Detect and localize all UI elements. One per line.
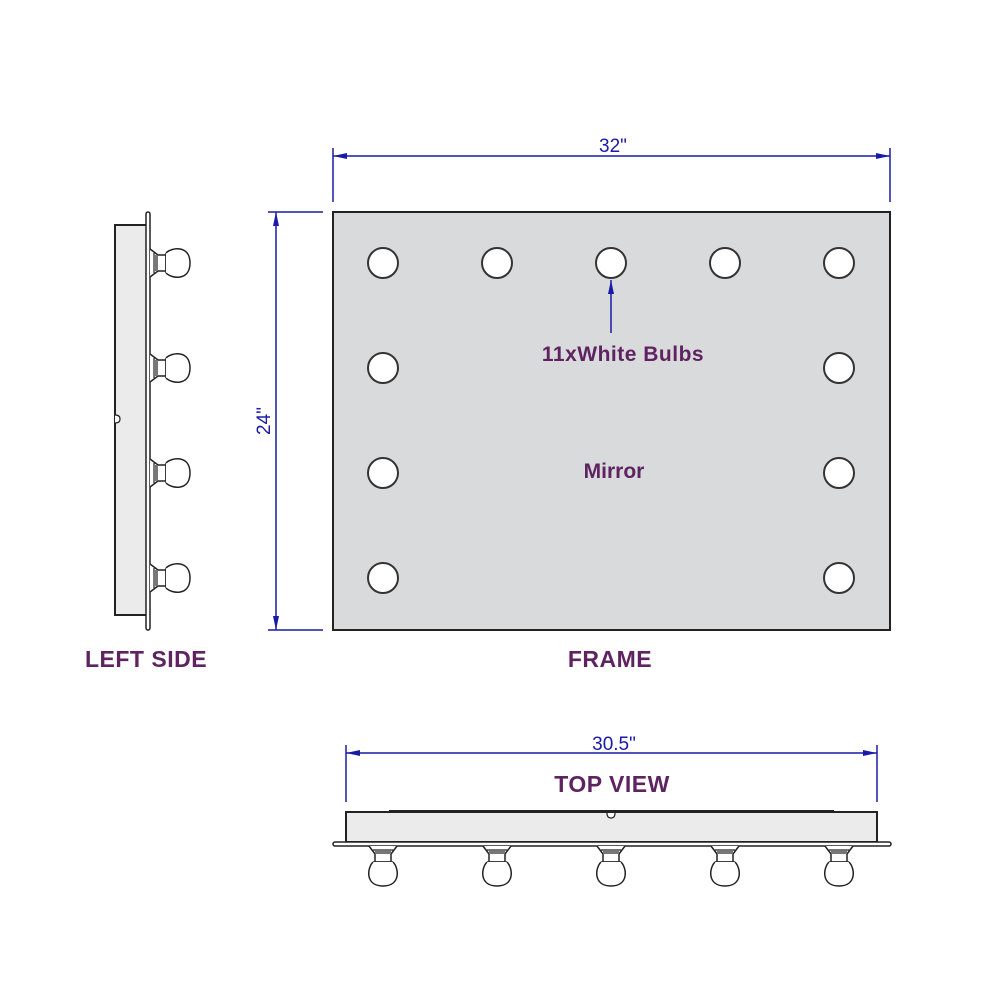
bulbs-callout-label: 11xWhite Bulbs <box>542 343 704 366</box>
bulb-icon <box>367 247 399 279</box>
side-bulb-icon <box>149 352 191 384</box>
height-dimension-label: 24" <box>254 407 275 435</box>
bulb-icon <box>367 457 399 489</box>
top-bulb-icon <box>595 845 627 887</box>
top-bulb-icon <box>709 845 741 887</box>
left-side-view: LEFT SIDE <box>85 211 207 672</box>
bulb-icon <box>367 352 399 384</box>
top-view: 30.5" TOP VIEW <box>332 734 892 887</box>
bulb-icon <box>823 247 855 279</box>
top-bulb-icon <box>823 845 855 887</box>
side-bulb-icon <box>149 457 191 489</box>
left-side-title: LEFT SIDE <box>85 646 207 672</box>
top-notch <box>606 812 616 819</box>
bulb-icon <box>823 352 855 384</box>
width-dimension-label: 32" <box>599 136 627 157</box>
bulb-icon <box>367 562 399 594</box>
top-bulb-icon <box>367 845 399 887</box>
bulb-icon <box>595 247 627 279</box>
frame-title: FRAME <box>568 646 652 672</box>
top-width-dimension-label: 30.5" <box>592 734 636 755</box>
top-bulb-icon <box>481 845 513 887</box>
bulb-icon <box>823 562 855 594</box>
top-mirror-plate <box>332 841 892 847</box>
mirror-label: Mirror <box>584 460 645 483</box>
top-view-title: TOP VIEW <box>554 771 670 797</box>
side-mirror-plate <box>145 211 151 631</box>
bulb-icon <box>481 247 513 279</box>
side-bulb-icon <box>149 247 191 279</box>
frame-view: 32" 24" 11xWhite Bulbs Mirror FRAME <box>254 136 891 672</box>
side-notch <box>114 414 121 424</box>
bulb-icon <box>709 247 741 279</box>
bulb-icon <box>823 457 855 489</box>
side-bulb-icon <box>149 562 191 594</box>
